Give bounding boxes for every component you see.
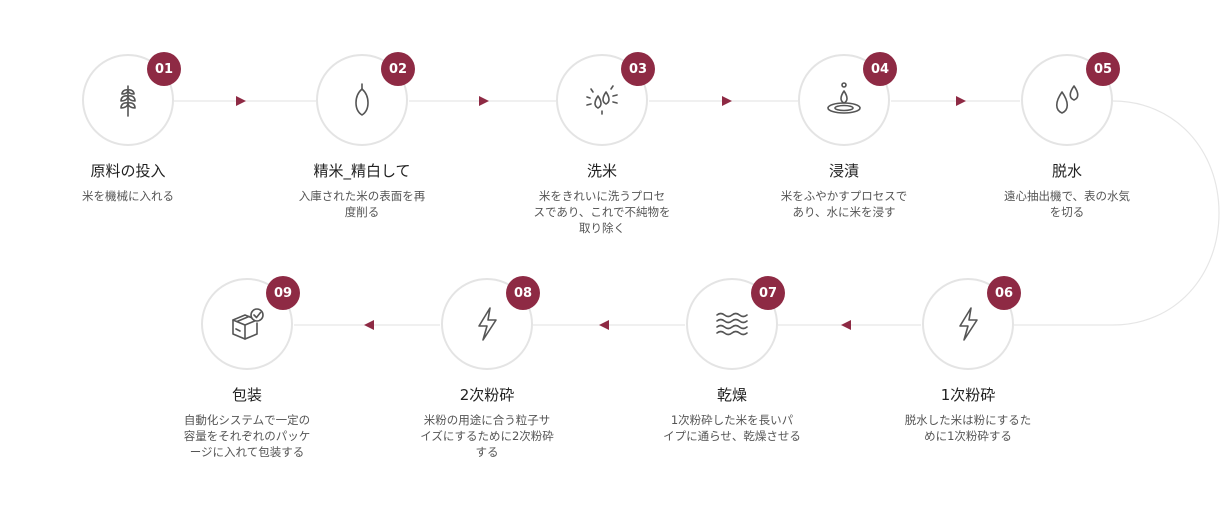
step-description: 1次粉砕した米を長いパ イプに通らせ、乾燥させる xyxy=(663,413,801,443)
arrow-left-icon xyxy=(364,320,374,330)
step-number-badge: 04 xyxy=(863,52,897,86)
wheat-icon xyxy=(120,85,136,117)
step-title: 精米_精白して xyxy=(313,162,411,180)
step-title: 2次粉砕 xyxy=(459,386,515,404)
step-title: 原料の投入 xyxy=(90,162,166,180)
step-title: 浸漬 xyxy=(828,162,859,180)
lightning-icon xyxy=(478,307,497,341)
water-drops-icon xyxy=(1055,85,1079,114)
step-icon-circle xyxy=(686,278,778,370)
water-splash-icon xyxy=(586,85,618,115)
arrow-left-icon xyxy=(599,320,609,330)
arrow-left-icon xyxy=(841,320,851,330)
lightning-icon xyxy=(959,307,978,341)
step-description: 米をきれいに洗うプロセ スであり、これで不純物を 取り除く xyxy=(533,189,671,235)
rice-grain-icon xyxy=(355,83,369,116)
step-title: 脱水 xyxy=(1051,162,1082,180)
step-description: 遠心抽出機で、表の水気 を切る xyxy=(1003,189,1131,219)
step-number-badge: 05 xyxy=(1086,52,1120,86)
step-number-badge: 03 xyxy=(621,52,655,86)
arrow-right-icon xyxy=(956,96,966,106)
step-number-badge: 07 xyxy=(751,276,785,310)
step-title: 洗米 xyxy=(586,162,617,180)
step-description: 米をふやかすプロセスで あり、水に米を浸す xyxy=(780,189,908,219)
step-title: 包装 xyxy=(231,386,262,404)
waves-icon xyxy=(716,312,748,336)
step-number-badge: 09 xyxy=(266,276,300,310)
step-description: 米を機械に入れる xyxy=(82,189,174,203)
arrow-right-icon xyxy=(236,96,246,106)
step-number-badge: 01 xyxy=(147,52,181,86)
step-number-badge: 08 xyxy=(506,276,540,310)
step-description: 自動化システムで一定の 容量をそれぞれのパッケ ージに入れて包装する xyxy=(183,413,311,459)
step-description: 入庫された米の表面を再 度削る xyxy=(298,189,426,219)
step-number-badge: 02 xyxy=(381,52,415,86)
arrow-right-icon xyxy=(722,96,732,106)
step-title: 1次粉砕 xyxy=(940,386,996,404)
step-description: 米粉の用途に合う粒子サ イズにするために2次粉砕 する xyxy=(420,413,554,459)
step-icon-circle xyxy=(82,54,174,146)
step-title: 乾燥 xyxy=(716,386,747,404)
box-check-icon xyxy=(232,308,264,340)
arrow-right-icon xyxy=(479,96,489,106)
step-number-badge: 06 xyxy=(987,276,1021,310)
step-description: 脱水した米は粉にするた めに1次粉砕する xyxy=(904,413,1032,443)
water-drop-ripple-icon xyxy=(827,82,861,114)
